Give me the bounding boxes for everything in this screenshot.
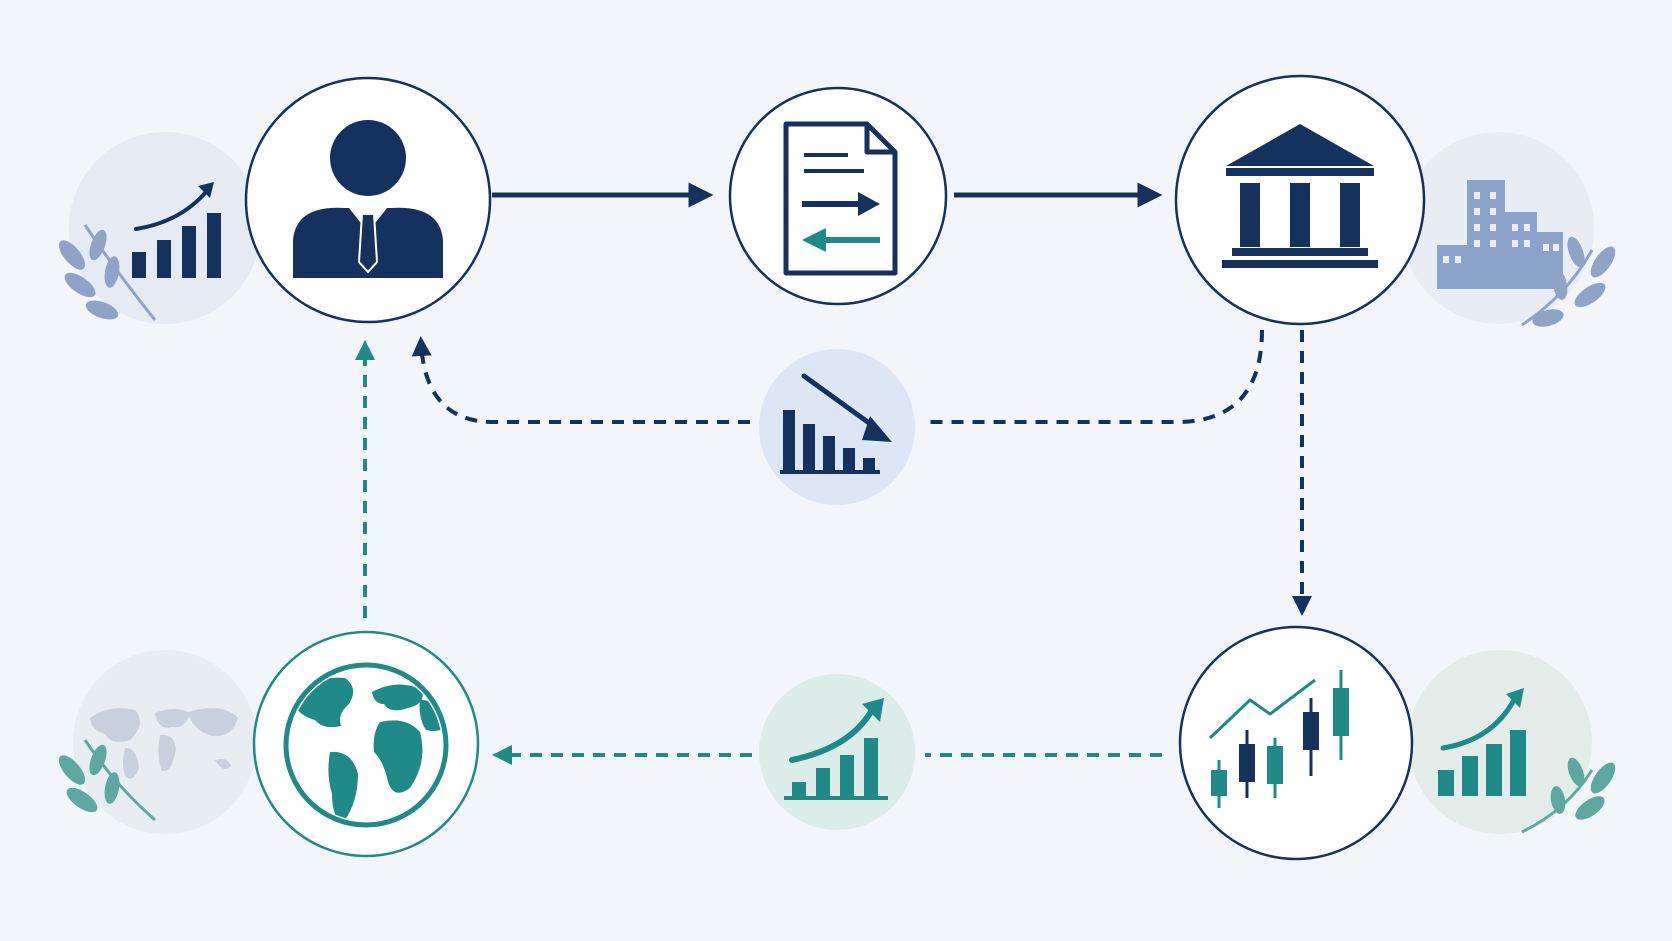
bar-chart-down-icon bbox=[780, 373, 892, 474]
decor-buildings-right bbox=[1402, 132, 1616, 327]
document-exchange-icon bbox=[783, 121, 898, 276]
declining-chart-badge bbox=[759, 349, 915, 505]
node-globe[interactable] bbox=[252, 630, 480, 858]
node-candles[interactable] bbox=[1178, 625, 1414, 861]
laurel-leaf-icon bbox=[58, 739, 156, 822]
node-bank[interactable] bbox=[1174, 74, 1426, 326]
bar-chart-up-icon bbox=[784, 698, 888, 800]
laurel-leaf-icon bbox=[58, 224, 157, 321]
halo bbox=[69, 132, 261, 324]
world-map-icon bbox=[90, 708, 238, 779]
laurel-leaf-icon bbox=[1521, 757, 1616, 834]
edge-bank-to-person bbox=[411, 329, 1264, 424]
bank-icon bbox=[1222, 124, 1378, 268]
growth-chart-badge bbox=[759, 674, 915, 830]
candlestick-chart-icon bbox=[1208, 670, 1349, 808]
person-icon bbox=[293, 120, 443, 278]
decor-growth-right bbox=[1408, 650, 1616, 834]
decor-growth-left bbox=[58, 132, 261, 324]
node-document[interactable] bbox=[728, 86, 948, 306]
node-person[interactable] bbox=[244, 76, 492, 324]
building-windows bbox=[1443, 192, 1559, 263]
globe-icon bbox=[283, 662, 449, 828]
laurel-leaf-icon bbox=[1521, 236, 1616, 327]
decor-world-map-left bbox=[58, 650, 257, 834]
city-buildings-icon bbox=[1437, 180, 1563, 289]
bar-chart-up-icon bbox=[132, 182, 221, 278]
bar-chart-up-icon bbox=[1438, 688, 1526, 796]
